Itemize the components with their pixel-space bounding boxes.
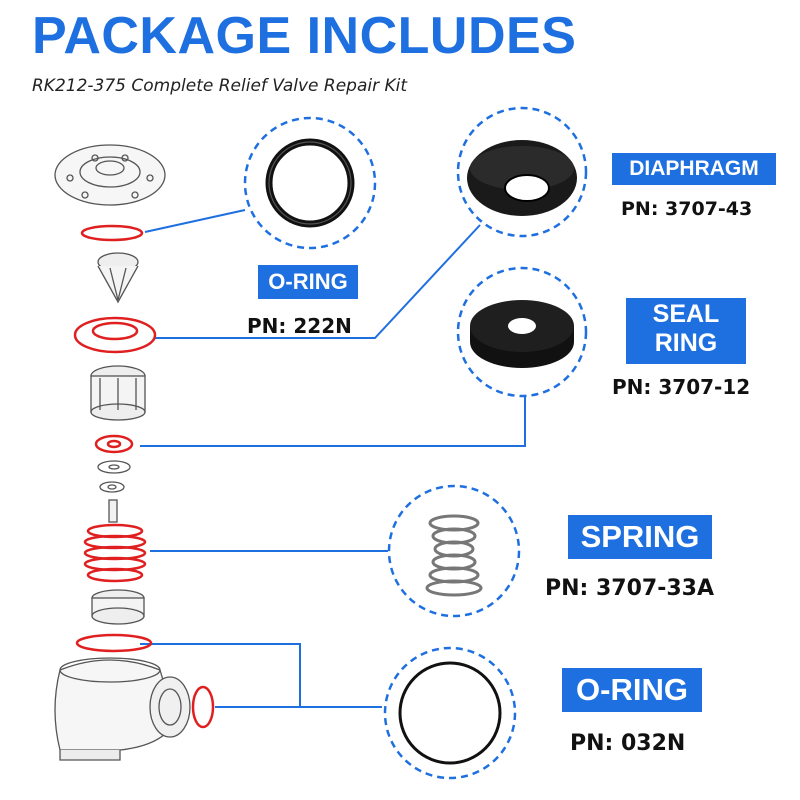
valve-spring [83,523,147,583]
valve-oring-side [191,685,215,729]
page-subtitle: RK212-375 Complete Relief Valve Repair K… [32,76,408,96]
oring-032n-part [398,661,502,765]
diaphragm-badge: DIAPHRAGM [612,153,776,185]
valve-body [54,657,191,761]
oring-222n-badge: O-RING [258,265,358,299]
diaphragm-pn: PN: 3707-43 [621,198,753,220]
spring-part [425,514,483,597]
valve-washer-2 [99,481,125,493]
oring-222n-pn: PN: 222N [247,314,352,338]
zoom-circle-diaphragm [456,106,588,238]
valve-diaphragm [73,316,157,354]
zoom-circle-spring [387,484,521,618]
page-title: PACKAGE INCLUDES [32,7,577,65]
connector-oring-222n [144,209,246,233]
spring-pn: PN: 3707-33A [545,576,714,601]
valve-washer-1 [97,460,131,474]
valve-poppet [97,252,139,304]
zoom-circle-oring-222n [243,116,377,250]
oring-032n-badge: O-RING [562,668,702,712]
valve-oring-1 [80,224,144,242]
zoom-circle-oring-032n [383,646,517,780]
seal-ring-badge: SEAL RING [626,298,746,364]
seal-ring-pn: PN: 3707-12 [612,375,751,399]
seal-ring-part [470,300,574,368]
connector-diaphragm [155,224,481,339]
valve-exploded-view [54,144,215,761]
spring-badge: SPRING [568,515,712,559]
valve-spring-guide [91,589,145,625]
connector-oring-032n [140,643,382,708]
valve-cage [90,365,146,421]
connector-seal-ring [140,395,526,447]
seal-ring-badge-line2: RING [654,328,718,357]
valve-bolt [108,499,118,523]
zoom-circle-seal-ring [456,266,588,398]
valve-oring-2 [75,633,153,653]
seal-ring-badge-line1: SEAL [652,300,720,328]
diaphragm-part [467,140,577,216]
connector-lines [140,209,526,708]
oring-032n-pn: PN: 032N [570,731,686,756]
valve-seal-ring [94,434,134,454]
valve-cover [54,144,166,206]
